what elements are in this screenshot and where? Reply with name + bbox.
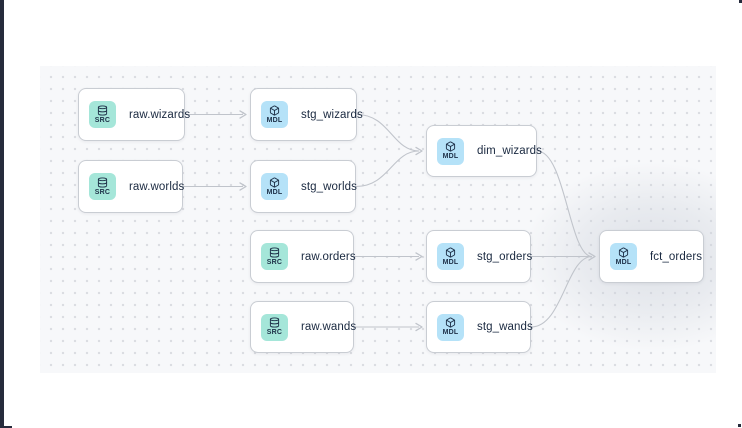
node-name-label: stg_wands: [477, 321, 533, 333]
arrowhead-icon: [588, 252, 596, 261]
window-corner-bottom-left: [0, 426, 12, 428]
node-name-label: stg_worlds: [301, 180, 357, 193]
cube-icon: [269, 104, 280, 116]
node-raw_wizards[interactable]: SRC raw.wizards: [78, 88, 190, 141]
edge-dim_wizards-to-fct_orders: [536, 150, 593, 258]
node-raw_wands[interactable]: SRC raw.wands: [250, 301, 357, 353]
node-type-badge: MDL: [610, 243, 637, 270]
node-fct_orders[interactable]: MDL fct_orders: [599, 230, 704, 283]
database-icon: [97, 104, 108, 116]
node-name-label: raw.wizards: [129, 108, 191, 121]
database-icon: [269, 317, 280, 328]
lineage-canvas[interactable]: SRC raw.wizards MDL stg_wizards SRC raw.…: [40, 66, 716, 373]
node-type-label: MDL: [442, 329, 459, 336]
node-dim_wizards[interactable]: MDL dim_wizards: [426, 125, 542, 177]
node-name-label: raw.wands: [301, 321, 357, 333]
node-type-label: MDL: [266, 116, 283, 124]
node-name-label: stg_wizards: [301, 108, 363, 121]
arrowhead-icon: [239, 110, 247, 119]
node-name-label: stg_orders: [477, 250, 533, 263]
arrowhead-icon: [415, 322, 423, 332]
node-raw_worlds[interactable]: SRC raw.worlds: [78, 160, 185, 213]
node-stg_worlds[interactable]: MDL stg_worlds: [250, 160, 357, 213]
node-stg_wizards[interactable]: MDL stg_wizards: [250, 88, 363, 141]
node-stg_wands[interactable]: MDL stg_wands: [426, 301, 533, 353]
node-type-badge: SRC: [261, 313, 288, 341]
edge-stg_worlds-to-dim_wizards: [355, 150, 420, 188]
node-stg_orders[interactable]: MDL stg_orders: [426, 230, 533, 283]
database-icon: [97, 176, 108, 188]
arrowhead-icon: [415, 252, 423, 261]
node-type-badge: SRC: [89, 101, 116, 128]
node-type-label: MDL: [266, 188, 283, 196]
node-name-label: dim_wizards: [477, 145, 543, 157]
node-type-badge: MDL: [437, 313, 464, 341]
edges-layer: [183, 110, 596, 332]
arrowhead-icon: [239, 182, 247, 191]
node-type-badge: SRC: [261, 243, 288, 270]
edge-stg_wizards-to-dim_wizards: [356, 113, 420, 152]
node-type-label: MDL: [442, 153, 459, 160]
cube-icon: [445, 246, 456, 258]
cube-icon: [618, 246, 629, 258]
cube-icon: [269, 176, 280, 188]
cube-icon: [445, 317, 456, 328]
cube-icon: [445, 141, 456, 152]
window-corner-top-right: [739, 0, 742, 3]
node-type-label: MDL: [615, 258, 632, 266]
node-name-label: fct_orders: [650, 250, 703, 263]
window-left-edge: [0, 0, 4, 428]
node-type-badge: MDL: [261, 173, 288, 200]
window-corner-bottom-right: [738, 424, 741, 427]
node-type-label: MDL: [442, 258, 459, 266]
node-type-label: SRC: [266, 329, 283, 336]
node-type-badge: SRC: [89, 173, 116, 200]
node-type-label: SRC: [94, 188, 111, 196]
node-raw_orders[interactable]: SRC raw.orders: [250, 230, 356, 283]
node-type-label: SRC: [266, 258, 283, 266]
node-type-badge: MDL: [261, 101, 288, 128]
node-type-badge: MDL: [437, 243, 464, 270]
node-name-label: raw.orders: [301, 250, 356, 263]
node-type-badge: MDL: [437, 137, 464, 165]
edge-stg_wands-to-fct_orders: [530, 255, 593, 328]
arrowhead-icon: [415, 146, 423, 156]
node-name-label: raw.worlds: [129, 180, 185, 193]
database-icon: [269, 246, 280, 258]
node-type-label: SRC: [94, 116, 111, 124]
